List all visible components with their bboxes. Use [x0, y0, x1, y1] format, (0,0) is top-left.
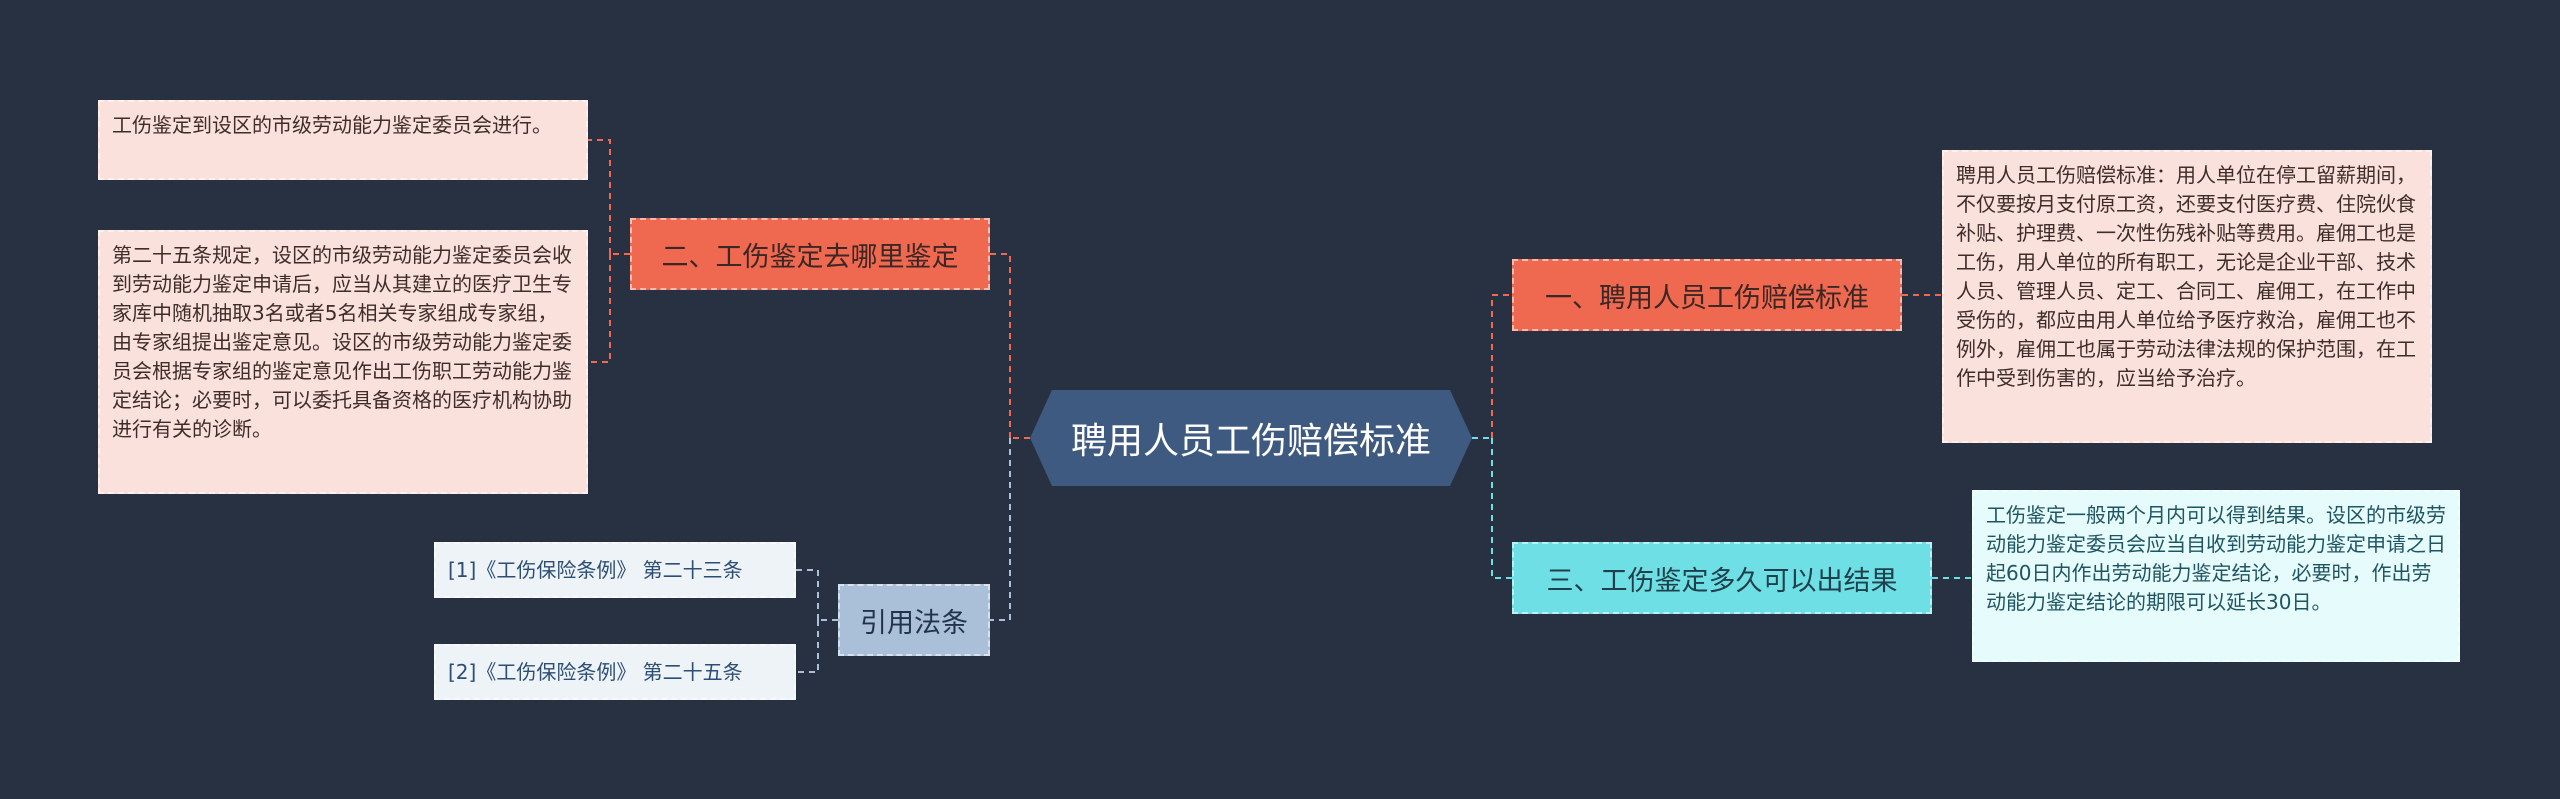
leaf-appraisal-location: 工伤鉴定到设区的市级劳动能力鉴定委员会进行。 — [98, 100, 588, 180]
branch-label: 二、工伤鉴定去哪里鉴定 — [661, 241, 959, 273]
link-root-refs — [990, 438, 1011, 621]
leaf-article-25: 第二十五条规定，设区的市级劳动能力鉴定委员会收到劳动能力鉴定申请后，应当从其建立… — [98, 230, 588, 494]
link-refs-item1 — [796, 569, 819, 620]
branch-cited-laws[interactable]: 引用法条 — [838, 584, 990, 656]
link-refs-item2 — [796, 620, 819, 673]
leaf-compensation-detail: 聘用人员工伤赔偿标准：用人单位在停工留薪期间，不仅要按月支付原工资，还要支付医疗… — [1942, 150, 2432, 443]
leaf-ref-article-23[interactable]: [1]《工伤保险条例》 第二十三条 — [434, 542, 796, 598]
branch-label: 一、聘用人员工伤赔偿标准 — [1545, 282, 1869, 314]
leaf-result-time-detail: 工伤鉴定一般两个月内可以得到结果。设区的市级劳动能力鉴定委员会应当自收到劳动能力… — [1972, 490, 2460, 662]
link-b2-leaf1 — [588, 139, 611, 254]
link-root-b2 — [990, 253, 1011, 438]
branch-where-to-appraise[interactable]: 二、工伤鉴定去哪里鉴定 — [630, 218, 990, 290]
branch-compensation-standard[interactable]: 一、聘用人员工伤赔偿标准 — [1512, 259, 1902, 331]
link-root-b1 — [1491, 294, 1512, 438]
branch-result-time[interactable]: 三、工伤鉴定多久可以出结果 — [1512, 542, 1932, 614]
root-label: 聘用人员工伤赔偿标准 — [1070, 421, 1431, 462]
root-node[interactable]: 聘用人员工伤赔偿标准 — [1030, 390, 1472, 486]
leaf-ref-article-25[interactable]: [2]《工伤保险条例》 第二十五条 — [434, 644, 796, 700]
branch-label: 引用法条 — [860, 607, 968, 639]
link-b2-leaf2 — [588, 254, 611, 363]
branch-label: 三、工伤鉴定多久可以出结果 — [1546, 565, 1898, 597]
link-root-b3 — [1491, 438, 1512, 579]
